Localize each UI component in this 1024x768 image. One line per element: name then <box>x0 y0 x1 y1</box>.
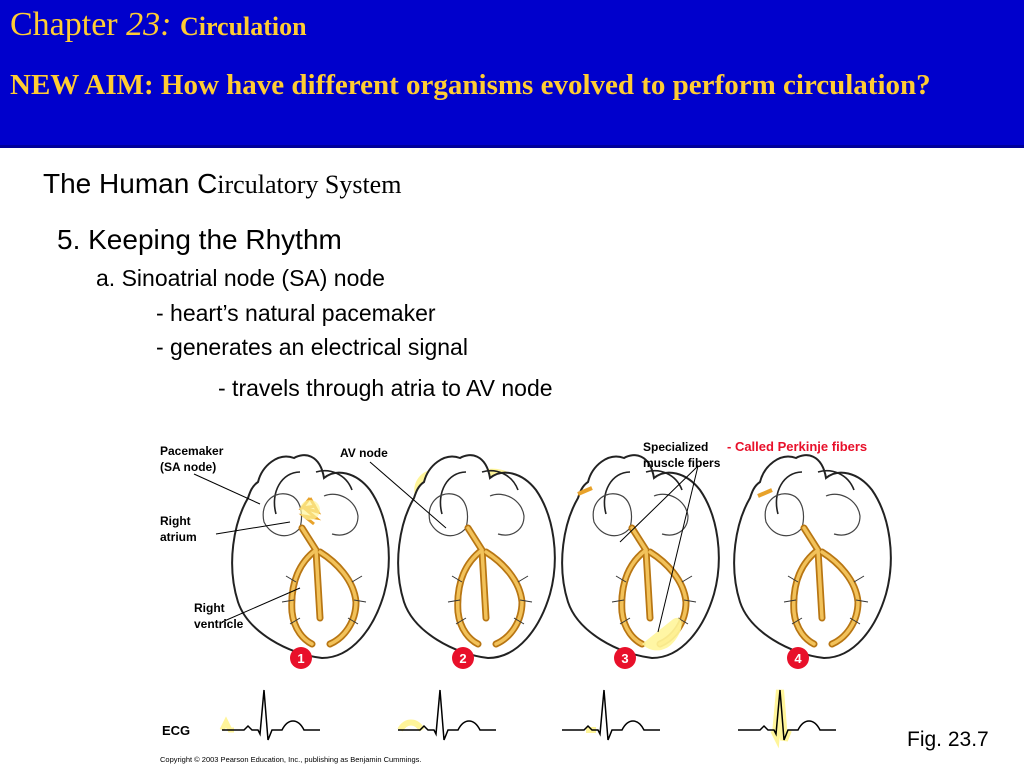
heart-conduction-figure: Pacemaker (SA node) AV node Right atrium… <box>160 439 920 764</box>
title-banner: Chapter 23: Circulation NEW AIM: How hav… <box>0 0 1024 148</box>
outline-point-a: a. Sinoatrial node (SA) node <box>96 265 385 291</box>
svg-text:1: 1 <box>297 651 304 666</box>
ecg-trace-1 <box>219 689 321 741</box>
label-right-atrium-line1: Right <box>160 514 191 528</box>
perkinje-annotation: - Called Perkinje fibers <box>727 439 867 454</box>
label-pacemaker: Pacemaker <box>160 444 224 458</box>
ecg-trace-2 <box>397 689 497 741</box>
label-sa-node: (SA node) <box>160 460 216 474</box>
label-right-ventricle-line1: Right <box>194 601 225 615</box>
section-title: The Human Circulatory System <box>43 168 401 200</box>
ecg-label: ECG <box>162 723 190 738</box>
heart-stage-3 <box>562 455 719 658</box>
ecg-trace-4 <box>737 689 837 749</box>
outline-point-5: 5. Keeping the Rhythm <box>57 224 342 255</box>
svg-text:4: 4 <box>794 651 802 666</box>
heart-stage-4 <box>734 455 891 658</box>
ecg-trace-3 <box>561 689 661 741</box>
outline-bullet-travels: - travels through atria to AV node <box>218 375 553 401</box>
copyright-notice: Copyright © 2003 Pearson Education, Inc.… <box>160 755 422 764</box>
outline-bullet-signal: - generates an electrical signal <box>156 334 468 360</box>
aim-statement: NEW AIM: How have different organisms ev… <box>10 69 931 101</box>
label-muscle-fibers: muscle fibers <box>643 456 721 470</box>
section-title-lead: The Human C <box>43 168 218 199</box>
chapter-word: Chapter <box>10 6 118 43</box>
step-badge-2: 2 <box>452 647 474 669</box>
chapter-subject: Circulation <box>179 12 307 41</box>
outline-bullet-pacemaker: - heart’s natural pacemaker <box>156 300 436 326</box>
heart-stage-1 <box>232 455 389 658</box>
label-right-atrium-line2: atrium <box>160 530 197 544</box>
figure-caption: Fig. 23.7 <box>907 728 989 751</box>
label-right-ventricle-line2: ventricle <box>194 617 244 631</box>
chapter-title: Chapter 23: Circulation <box>10 6 307 44</box>
label-av-node: AV node <box>340 446 388 460</box>
svg-text:2: 2 <box>459 651 466 666</box>
step-badge-3: 3 <box>614 647 636 669</box>
section-title-rest: irculatory System <box>217 170 402 199</box>
svg-text:3: 3 <box>621 651 628 666</box>
step-badge-1: 1 <box>290 647 312 669</box>
step-badge-4: 4 <box>787 647 809 669</box>
heart-stage-2 <box>398 455 555 658</box>
label-specialized: Specialized <box>643 440 708 454</box>
chapter-number: 23: <box>126 6 172 43</box>
